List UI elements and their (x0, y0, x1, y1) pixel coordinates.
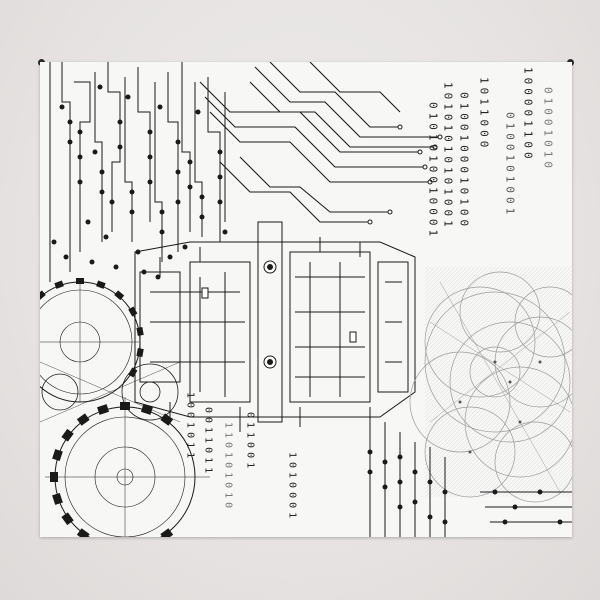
binary-column: 100001100 (522, 67, 535, 163)
circuit-top-traces (199, 62, 440, 223)
gear-small (40, 361, 181, 423)
gear-large-bottom (45, 397, 210, 537)
gear-large-top (40, 278, 144, 403)
tapestry: 0101010010001 10101010101001 01001000101… (40, 62, 572, 537)
binary-column: 011001 (245, 412, 256, 472)
binary-rain-top-right: 0101010010001 10101010101001 01001000101… (427, 67, 555, 240)
tapestry-artwork: 0101010010001 10101010101001 01001000101… (40, 62, 572, 537)
binary-rain-bottom: 1001011 0011011 110101010 011001 1010001 (185, 392, 298, 522)
binary-column: 0100100010100 (458, 92, 471, 230)
chip-pads (201, 260, 357, 369)
binary-column: 10101010101001 (442, 82, 455, 231)
binary-column: 1010001 (287, 452, 298, 522)
binary-column: 1011000 (478, 77, 491, 151)
circuit-dots-top-left (51, 84, 228, 280)
binary-column: 0100101001 (504, 112, 517, 218)
geometric-circles (409, 267, 572, 503)
trace-end-circles (367, 124, 443, 225)
geometric-points (458, 360, 542, 454)
circuit-dots-bottom-right (367, 449, 563, 525)
binary-column: 0101010010001 (427, 102, 440, 240)
binary-column: 0011011 (203, 407, 214, 477)
circuit-top-left (49, 62, 226, 282)
binary-column: 01001010 (542, 87, 555, 172)
binary-column: 1001011 (185, 392, 196, 462)
binary-column: 110101010 (223, 422, 234, 512)
